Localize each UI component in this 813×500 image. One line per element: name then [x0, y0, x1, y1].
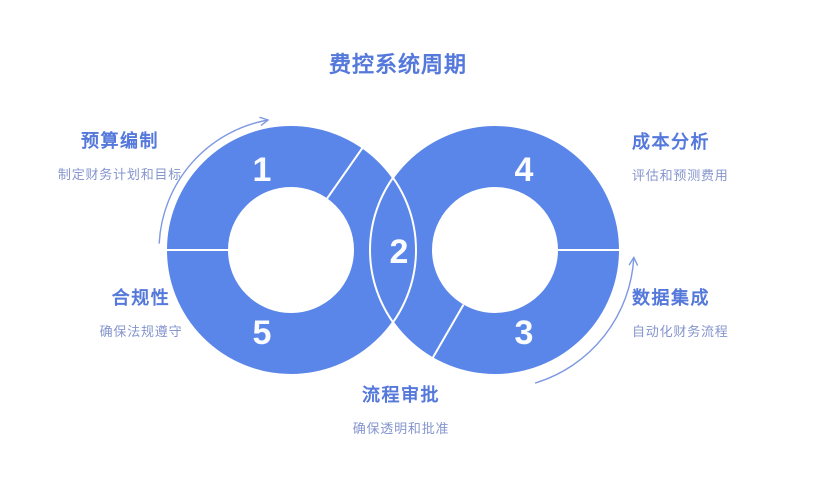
step-5-number: 5 — [253, 314, 272, 352]
flow-arrowhead-right-icon — [628, 256, 639, 266]
flow-arrow-left-icon — [158, 119, 269, 244]
step-4-number: 4 — [515, 151, 534, 189]
flow-arrow-right-icon — [534, 256, 635, 384]
step-2-title: 流程审批 — [362, 385, 440, 405]
segment-divider-1-2 — [326, 147, 364, 199]
step-5-description: 确保法规遵守 — [99, 323, 183, 339]
step-1-label-block: 预算编制 制定财务计划和目标 — [0, 131, 240, 182]
step-4-description: 评估和预测费用 — [632, 167, 729, 183]
step-1-description: 制定财务计划和目标 — [57, 166, 183, 182]
step-5-label-block: 合规性 确保法规遵守 — [21, 288, 261, 339]
segment-divider-2-3 — [431, 304, 465, 359]
step-2-number: 2 — [390, 233, 409, 271]
step-2-label-block: 流程审批 确保透明和批准 — [281, 385, 521, 436]
step-3-label-block: 数据集成 自动化财务流程 — [632, 288, 807, 339]
step-5-title: 合规性 — [111, 288, 171, 308]
step-4-title: 成本分析 — [632, 132, 710, 152]
step-2-description: 确保透明和批准 — [352, 420, 450, 436]
diagram-title: 费控系统周期 — [328, 52, 467, 77]
step-3-title: 数据集成 — [632, 288, 710, 308]
flow-arrowhead-left-icon — [259, 116, 269, 126]
step-4-label-block: 成本分析 评估和预测费用 — [632, 132, 807, 183]
step-1-number: 1 — [253, 151, 272, 189]
step-3-number: 3 — [515, 314, 534, 352]
step-3-description: 自动化财务流程 — [632, 323, 729, 339]
step-1-title: 预算编制 — [81, 131, 159, 151]
